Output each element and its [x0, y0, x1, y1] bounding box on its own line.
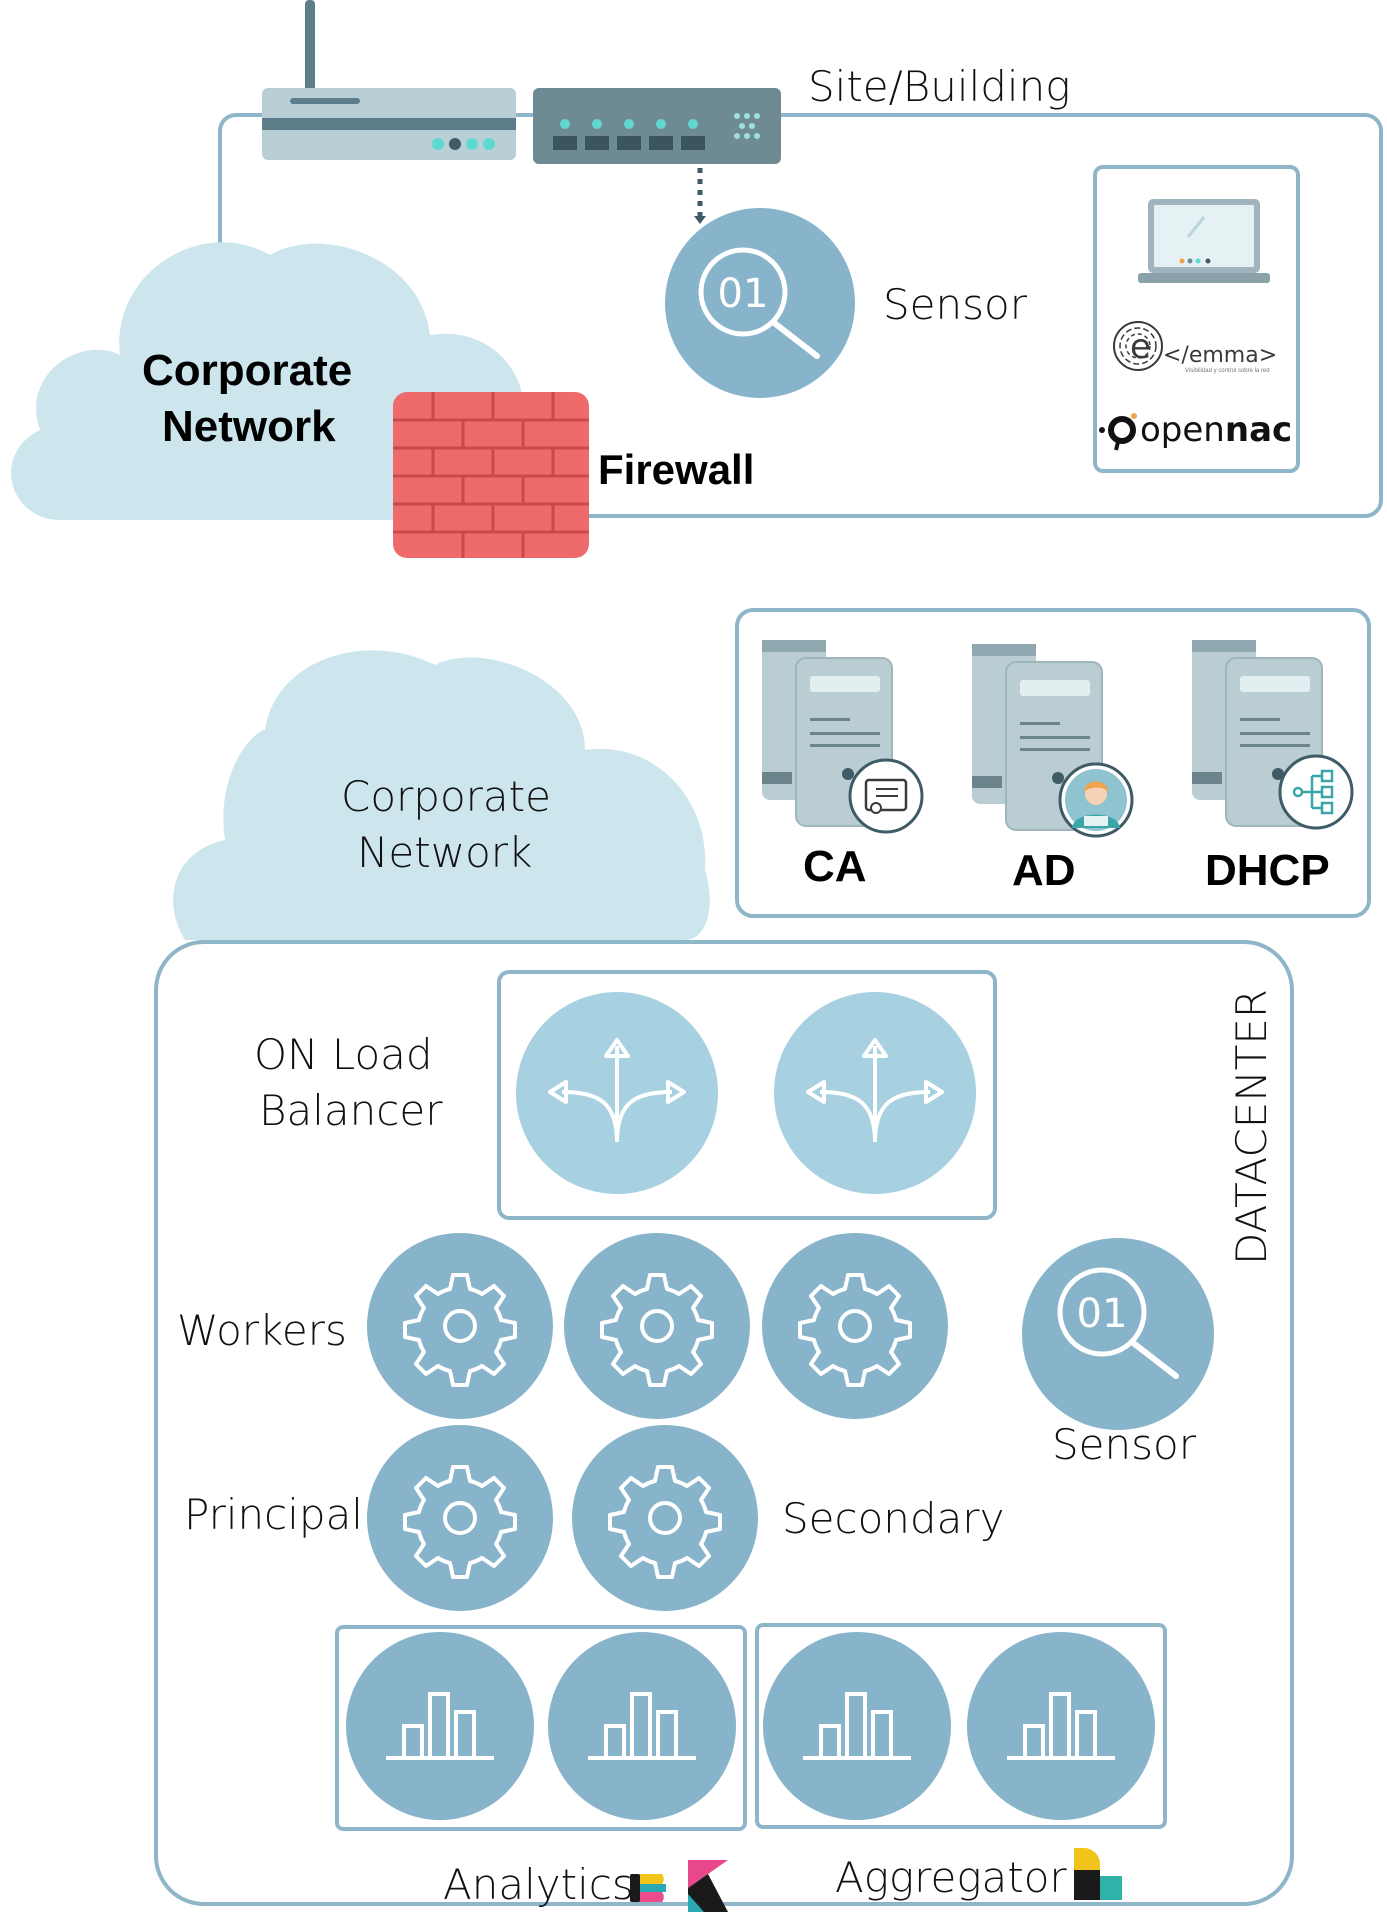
- opennac-logo-text: opennac: [1140, 410, 1292, 450]
- datacenter-box: [154, 940, 1294, 1906]
- worker-node-1: [367, 1233, 553, 1419]
- magnifier-icon: 01: [698, 247, 820, 359]
- cloud-top-label-2: Network: [162, 402, 336, 451]
- bar-chart-icon: [588, 1692, 696, 1760]
- datacenter-title: DATACENTER: [1227, 988, 1276, 1265]
- datacenter-sensor-icon-text: 01: [1077, 1291, 1128, 1337]
- services-box: [735, 608, 1371, 918]
- site-sensor-label: Sensor: [883, 280, 1027, 329]
- site-building-title: Site/Building: [808, 62, 1071, 111]
- analytics-box: [335, 1625, 747, 1831]
- switch-icon: [533, 88, 781, 164]
- emma-logo: e: [1113, 321, 1163, 371]
- svg-text:e: e: [1130, 327, 1151, 367]
- aggregator-box: [755, 1623, 1167, 1829]
- router-icon: [262, 0, 516, 160]
- logstash-logo-icon: [1074, 1848, 1122, 1900]
- bar-chart-icon: [1007, 1692, 1115, 1760]
- firewall-icon: [393, 392, 589, 558]
- datacenter-sensor-label: Sensor: [1052, 1420, 1196, 1469]
- opennac-logo-open: open: [1140, 410, 1225, 450]
- gear-icon: [798, 1273, 912, 1387]
- emma-logo-tagline: Visibilidad y control sobre la red: [1185, 368, 1270, 374]
- site-sensor-circle: 01: [665, 208, 855, 398]
- emma-logo-text: </emma>: [1163, 343, 1278, 368]
- dhcp-label: DHCP: [1205, 846, 1330, 895]
- aggregator-node-1: [763, 1632, 951, 1820]
- magnifier-icon: 01: [1057, 1267, 1179, 1379]
- secondary-node: [572, 1425, 758, 1611]
- analytics-label: Analytics: [443, 1860, 634, 1909]
- elastic-logo-icon: [630, 1874, 666, 1902]
- load-balancer-2: [774, 992, 976, 1194]
- cloud-middle-label-2: Network: [357, 828, 533, 877]
- endpoint-box: [1093, 165, 1300, 473]
- datacenter-sensor-circle: 01: [1022, 1238, 1214, 1430]
- gear-icon: [600, 1273, 714, 1387]
- dhcp-server-icon: [1192, 640, 1354, 830]
- gear-icon: [403, 1465, 517, 1579]
- analytics-node-1: [346, 1632, 534, 1820]
- cloud-middle-label-1: Corporate: [341, 772, 551, 821]
- worker-node-3: [762, 1233, 948, 1419]
- principal-node: [367, 1425, 553, 1611]
- ca-label: CA: [803, 842, 867, 891]
- kibana-logo-icon: [688, 1860, 728, 1912]
- sensor-connector: [694, 168, 706, 224]
- bar-chart-icon: [386, 1692, 494, 1760]
- opennac-logo-mark: [1099, 413, 1137, 451]
- load-balancer-box: [497, 970, 997, 1220]
- workers-label: Workers: [177, 1306, 347, 1355]
- gear-icon: [403, 1273, 517, 1387]
- split-arrows-icon: [806, 1038, 944, 1143]
- split-arrows-icon: [548, 1038, 686, 1143]
- secondary-label: Secondary: [782, 1494, 1005, 1543]
- laptop-icon: [1138, 199, 1270, 283]
- worker-node-2: [564, 1233, 750, 1419]
- ad-label: AD: [1012, 846, 1076, 895]
- load-balancer-1: [516, 992, 718, 1194]
- principal-label: Principal: [184, 1490, 363, 1539]
- aggregator-label: Aggregator: [835, 1853, 1067, 1902]
- ca-server-icon: [762, 640, 924, 834]
- cloud-middle: [173, 650, 710, 940]
- aggregator-node-2: [967, 1632, 1155, 1820]
- cloud-top-label-1: Corporate: [142, 346, 353, 395]
- firewall-label: Firewall: [598, 446, 755, 493]
- bar-chart-icon: [803, 1692, 911, 1760]
- site-sensor-icon-text: 01: [718, 271, 769, 317]
- opennac-logo-nac: nac: [1224, 410, 1293, 450]
- ad-server-icon: [972, 644, 1134, 838]
- load-balancer-label-2: Balancer: [259, 1086, 443, 1135]
- load-balancer-label-1: ON Load: [254, 1030, 433, 1079]
- gear-icon: [608, 1465, 722, 1579]
- analytics-node-2: [548, 1632, 736, 1820]
